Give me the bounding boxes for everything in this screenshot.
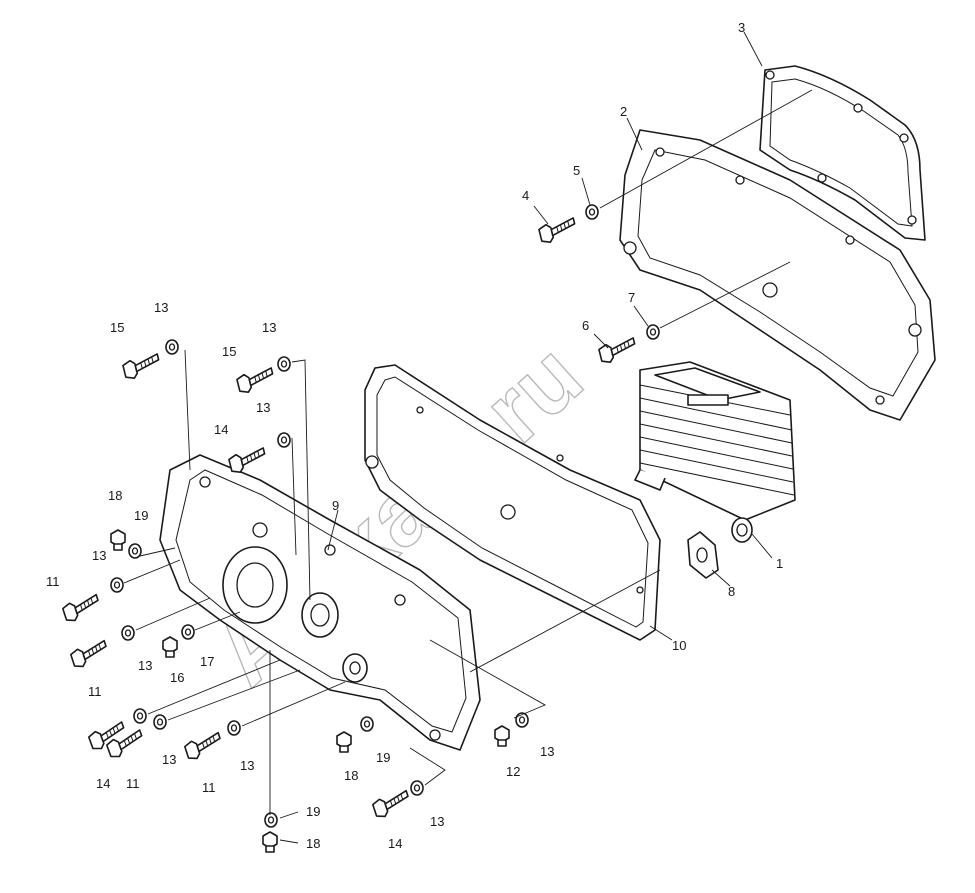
callout-19: 19 bbox=[306, 804, 320, 819]
gasket-top bbox=[759, 65, 926, 241]
callout-13: 13 bbox=[162, 752, 176, 767]
callout-18: 18 bbox=[108, 488, 122, 503]
callout-labels: 1 2 3 4 5 6 7 8 9 10 11 11 11 11 12 13 1… bbox=[46, 20, 783, 851]
callout-10: 10 bbox=[672, 638, 686, 653]
callout-3: 3 bbox=[738, 20, 745, 35]
leader-lines bbox=[123, 31, 813, 844]
callout-13: 13 bbox=[540, 744, 554, 759]
callout-1: 1 bbox=[776, 556, 783, 571]
cover-housing bbox=[619, 129, 936, 421]
callout-18: 18 bbox=[306, 836, 320, 851]
callout-17: 17 bbox=[200, 654, 214, 669]
callout-14: 14 bbox=[214, 422, 228, 437]
callout-13: 13 bbox=[256, 400, 270, 415]
callout-2: 2 bbox=[620, 104, 627, 119]
small-gasket bbox=[687, 531, 719, 579]
callout-5: 5 bbox=[573, 163, 580, 178]
callout-15: 15 bbox=[222, 344, 236, 359]
callout-11: 11 bbox=[202, 780, 216, 795]
callout-13: 13 bbox=[430, 814, 444, 829]
callout-13: 13 bbox=[92, 548, 106, 563]
callout-4: 4 bbox=[522, 188, 529, 203]
callout-13: 13 bbox=[240, 758, 254, 773]
callout-7: 7 bbox=[628, 290, 635, 305]
callout-6: 6 bbox=[582, 318, 589, 333]
callout-11: 11 bbox=[126, 776, 140, 791]
callout-13: 13 bbox=[154, 300, 168, 315]
callout-14: 14 bbox=[96, 776, 110, 791]
callout-13: 13 bbox=[262, 320, 276, 335]
callout-19: 19 bbox=[376, 750, 390, 765]
callout-8: 8 bbox=[728, 584, 735, 599]
callout-13: 13 bbox=[138, 658, 152, 673]
callout-18: 18 bbox=[344, 768, 358, 783]
callout-9: 9 bbox=[332, 498, 339, 513]
callout-15: 15 bbox=[110, 320, 124, 335]
callout-12: 12 bbox=[506, 764, 520, 779]
callout-11: 11 bbox=[46, 574, 60, 589]
callout-11: 11 bbox=[88, 684, 102, 699]
gasket-large bbox=[364, 364, 661, 641]
callout-19: 19 bbox=[134, 508, 148, 523]
oil-filter-housing bbox=[159, 454, 481, 751]
oil-cooler bbox=[634, 361, 796, 543]
callout-16: 16 bbox=[170, 670, 184, 685]
callout-14: 14 bbox=[388, 836, 402, 851]
